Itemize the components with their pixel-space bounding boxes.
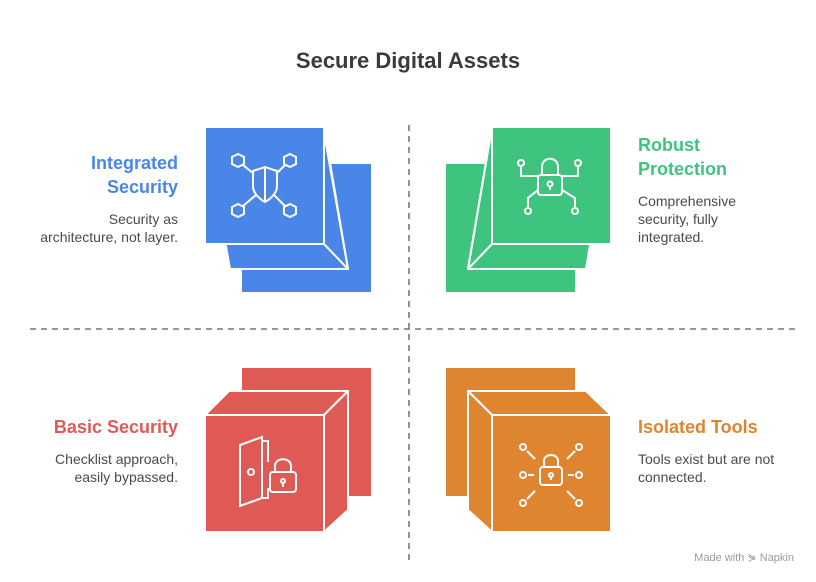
robust-protection-title-line2: Protection [638,159,728,179]
isolated-tools-block [444,366,612,533]
integrated-security-desc-line2: architecture, not layer. [40,229,178,245]
made-with-napkin-footer: Made with ⋟ Napkin [694,552,794,564]
basic-security-title: Basic Security [53,417,178,437]
robust-protection-title-line1: Robust [638,135,700,155]
robust-protection-block [444,126,612,294]
basic-security-desc-line2: easily bypassed. [74,469,178,485]
basic-security-desc-line1: Checklist approach, [55,451,178,467]
robust-protection-desc-line2: security, fully [638,211,718,227]
integrated-security-title-line1: Integrated [90,153,178,173]
robust-protection-description: Comprehensive security, fully integrated… [638,192,736,246]
isolated-tools-desc-line1: Tools exist but are not [638,451,775,467]
robust-protection-title: Robust Protection [638,133,727,181]
basic-security-description: Checklist approach, easily bypassed. [55,450,178,486]
isolated-tools-desc-line2: connected. [638,469,707,485]
isolated-tools-title: Isolated Tools [638,417,758,437]
integrated-security-block [204,126,373,294]
shield-network-icon [231,152,297,219]
diagram-title: Secure Digital Assets [295,48,521,73]
door-padlock-icon [239,435,297,508]
robust-protection-desc-line3: integrated. [638,229,705,245]
padlock-disconnected-nodes-icon [519,443,583,507]
basic-security-block [204,366,373,533]
isolated-tools-description: Tools exist but are not connected. [638,450,774,486]
integrated-security-title-line2: Security [106,177,178,197]
integrated-security-desc-line1: Security as [108,211,178,227]
integrated-security-title: Integrated Security [91,151,178,199]
integrated-security-description: Security as architecture, not layer. [40,210,178,246]
robust-protection-desc-line1: Comprehensive [638,193,737,209]
padlock-circuit-icon [517,157,582,215]
